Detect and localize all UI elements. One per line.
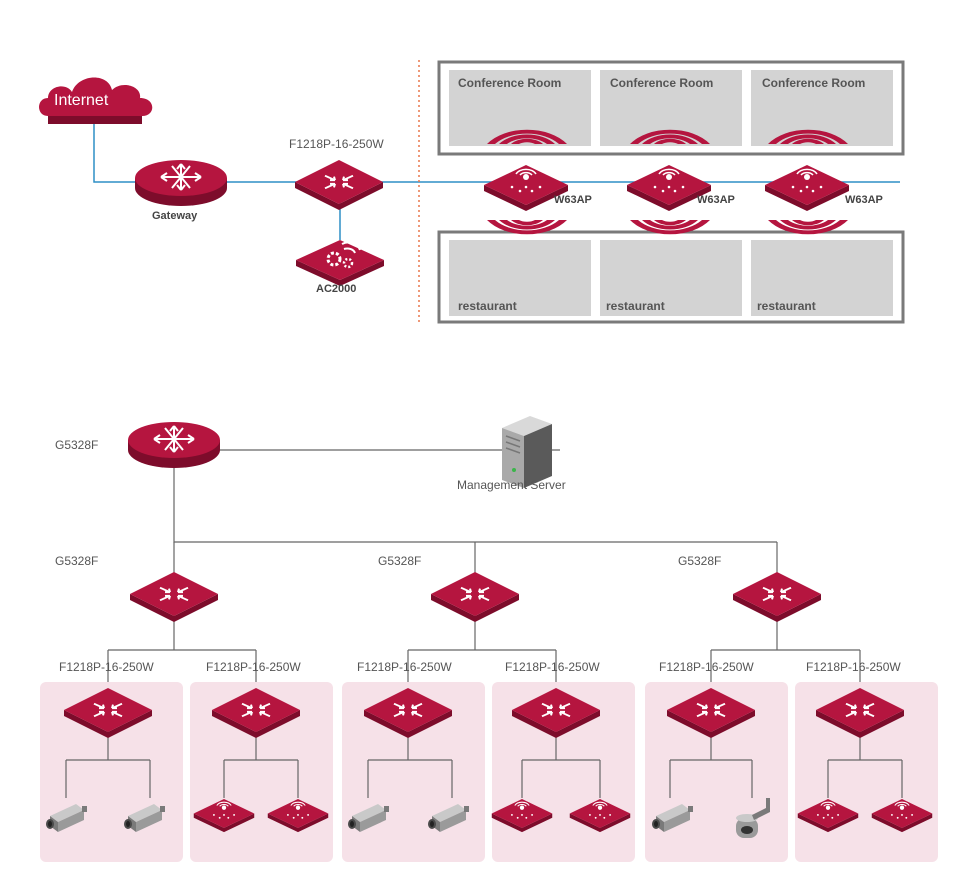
gateway-label: Gateway [152,210,198,222]
aggregation-switch-icon [733,572,821,622]
poe-switch-icon [295,160,383,210]
endpoint-links [65,728,903,798]
access-switch-label: F1218P-16-250W [806,660,901,674]
access-controller-icon [294,238,386,288]
aggregation-switch-icon [130,572,218,622]
core-switch-label: G5328F [55,438,99,452]
access-switch-label: F1218P-16-250W [659,660,754,674]
conference-room-label: Conference Room [610,76,714,90]
aggregation-switch-label: G5328F [378,554,422,568]
conference-room-label: Conference Room [458,76,562,90]
ap-label: W63AP [554,194,592,206]
bottom-links [107,449,861,682]
access-switch-label: F1218P-16-250W [59,660,154,674]
gateway-router-icon [134,159,228,207]
aggregation-switch-label: G5328F [55,554,99,568]
access-switch-label: F1218P-16-250W [206,660,301,674]
restaurant-label: restaurant [757,299,816,313]
restaurant-2 [600,240,742,316]
poe-switch-label: F1218P-16-250W [289,137,384,151]
restaurant-label: restaurant [458,299,517,313]
controller-label: AC2000 [316,283,357,295]
restaurant-3 [751,240,893,316]
management-server-label: Management Server [457,478,566,492]
ap-label: W63AP [845,194,883,206]
conference-zone-frame [437,60,905,156]
conference-room-label: Conference Room [762,76,866,90]
internet-label: Internet [54,92,109,109]
access-switch-label: F1218P-16-250W [357,660,452,674]
restaurant-label: restaurant [606,299,665,313]
aggregation-switch-icon [431,572,519,622]
access-point-icon [764,164,850,212]
ap-label: W63AP [697,194,735,206]
restaurant-1 [449,240,591,316]
access-switch-label: F1218P-16-250W [505,660,600,674]
core-router-icon [127,421,221,469]
aggregation-switch-label: G5328F [678,554,722,568]
uplink-line [93,100,900,183]
